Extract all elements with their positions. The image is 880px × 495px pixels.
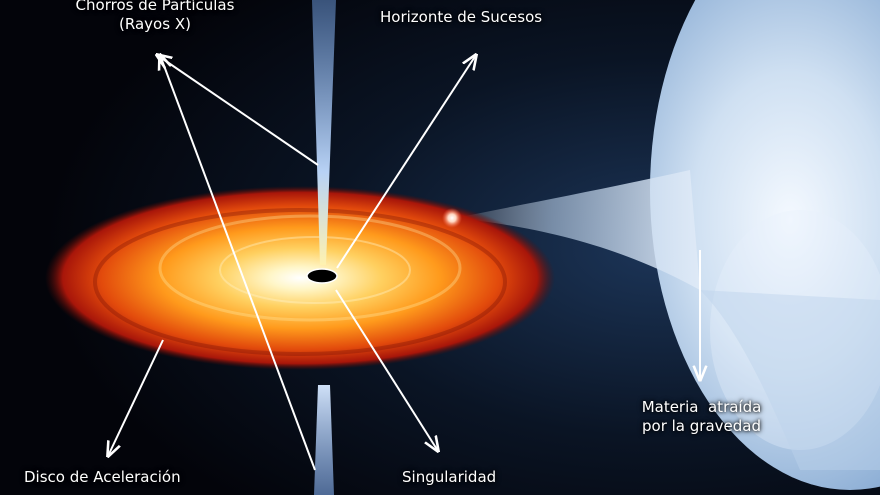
- event-horizon-ring: [306, 268, 338, 284]
- accretion-disk: [45, 186, 555, 370]
- label-particle-jets-line2: (Rayos X): [119, 15, 191, 33]
- label-particle-jets-line1: Chorros de Partículas: [75, 0, 235, 14]
- label-attracted-matter-line1: Materia atraída: [641, 398, 762, 416]
- label-attracted-matter-line2: por la gravedad: [642, 417, 761, 435]
- lower-jet: [314, 385, 334, 495]
- label-accretion-disk: Disco de Aceleración: [24, 468, 181, 486]
- label-attracted-matter: Materia atraída por la gravedad: [614, 398, 789, 436]
- arrow-event-horizon: [336, 55, 476, 269]
- hotspot: [442, 208, 462, 228]
- arrow-jets-upper: [157, 55, 319, 166]
- arrow-accretion-disk: [108, 339, 164, 456]
- label-particle-jets: Chorros de Partículas (Rayos X): [40, 0, 270, 34]
- arrow-singularity: [335, 289, 438, 451]
- upper-jet: [312, 0, 336, 265]
- arrow-jets-lower: [160, 55, 316, 471]
- label-event-horizon: Horizonte de Sucesos: [380, 8, 543, 26]
- label-singularity: Singularidad: [402, 468, 497, 486]
- matter-stream: [455, 170, 700, 290]
